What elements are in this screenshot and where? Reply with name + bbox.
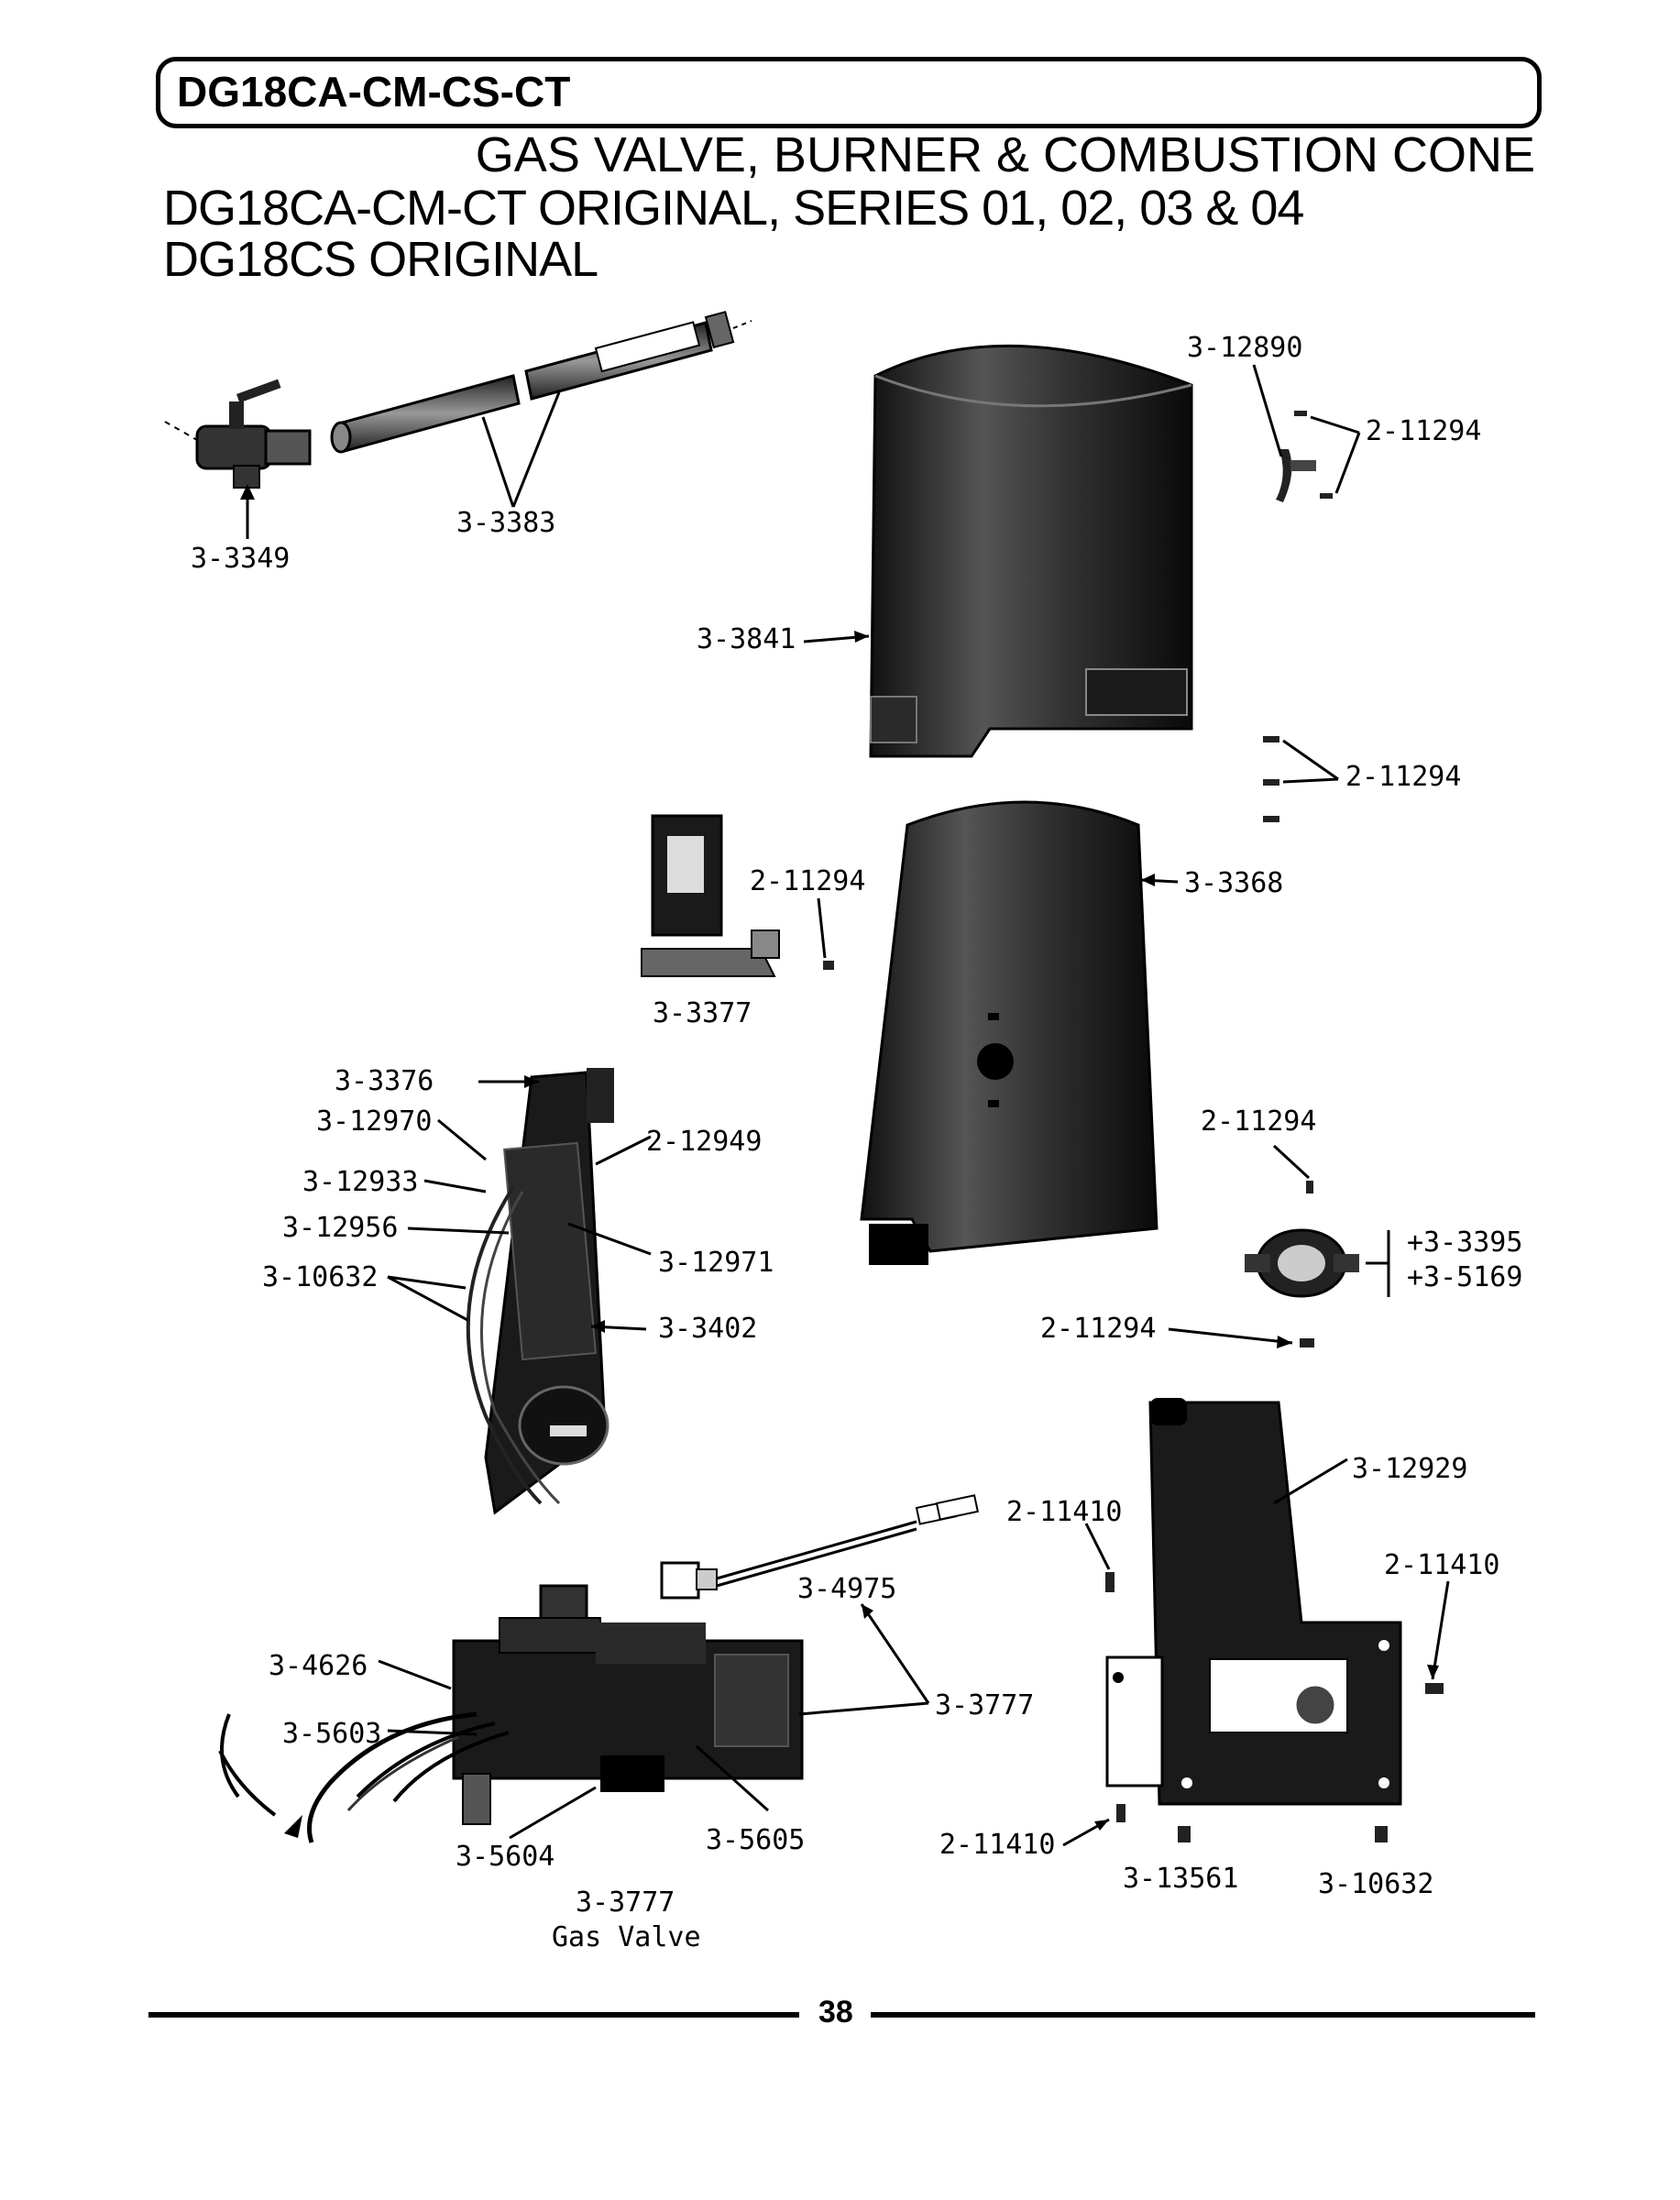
diagram-title: GAS VALVE, BURNER & COMBUSTION CONE bbox=[475, 127, 1535, 182]
label-3-5604: 3-5604 bbox=[456, 1841, 555, 1873]
label-3-3377: 3-3377 bbox=[653, 997, 752, 1029]
label-2-11294-e: 2-11294 bbox=[1040, 1313, 1157, 1345]
footer-rule-right bbox=[871, 2012, 1535, 2018]
label-3-3395: +3-3395 bbox=[1407, 1226, 1523, 1259]
label-2-11410-a: 2-11410 bbox=[1006, 1496, 1123, 1528]
wire-harness-part bbox=[660, 1494, 980, 1600]
label-2-11294-d: 2-11294 bbox=[1201, 1106, 1317, 1138]
label-3-3376: 3-3376 bbox=[335, 1065, 434, 1097]
label-2-12949: 2-12949 bbox=[646, 1126, 763, 1158]
label-3-10632-a: 3-10632 bbox=[262, 1261, 379, 1293]
label-3-12890: 3-12890 bbox=[1187, 332, 1303, 364]
model-title-box: DG18CA-CM-CS-CT bbox=[156, 57, 1542, 128]
combustion-cone-lower-part bbox=[860, 800, 1158, 1265]
shutoff-valve-part bbox=[164, 379, 312, 489]
label-3-5605: 3-5605 bbox=[706, 1824, 806, 1856]
label-2-11294-b: 2-11294 bbox=[1345, 761, 1462, 793]
label-2-11410-b: 2-11410 bbox=[1384, 1549, 1500, 1581]
label-2-11410-c: 2-11410 bbox=[939, 1829, 1056, 1861]
screws bbox=[823, 411, 1444, 1842]
label-3-3368: 3-3368 bbox=[1184, 867, 1284, 899]
subtitle-original: DG18CS ORIGINAL bbox=[163, 232, 598, 287]
subtitle-series: DG18CA-CM-CT ORIGINAL, SERIES 01, 02, 03… bbox=[163, 181, 1304, 236]
ignitor-module-part bbox=[641, 814, 780, 977]
bracket-part bbox=[1276, 449, 1316, 502]
label-3-5169: +3-5169 bbox=[1407, 1261, 1523, 1293]
label-3-13561: 3-13561 bbox=[1123, 1863, 1239, 1895]
label-3-3777-a: 3-3777 bbox=[935, 1689, 1035, 1722]
pipe-nipple-part bbox=[330, 311, 752, 454]
label-2-11294-a: 2-11294 bbox=[1366, 415, 1482, 447]
page-number: 38 bbox=[818, 1995, 853, 2030]
burner-assembly-part bbox=[466, 1068, 614, 1515]
thermostat-part bbox=[1245, 1228, 1390, 1298]
label-2-11294-c: 2-11294 bbox=[750, 865, 866, 897]
label-3-12956: 3-12956 bbox=[282, 1212, 399, 1244]
combustion-cone-upper-part bbox=[869, 344, 1193, 758]
label-3-10632-b: 3-10632 bbox=[1318, 1868, 1434, 1900]
label-3-3383: 3-3383 bbox=[456, 507, 556, 539]
label-3-3777-b: 3-3777 bbox=[576, 1886, 675, 1919]
label-gas-valve: Gas Valve bbox=[552, 1921, 701, 1953]
label-3-4975: 3-4975 bbox=[797, 1573, 897, 1605]
label-3-12929: 3-12929 bbox=[1352, 1453, 1468, 1485]
label-3-12933: 3-12933 bbox=[302, 1166, 419, 1198]
label-3-5603: 3-5603 bbox=[282, 1718, 382, 1750]
label-3-4626: 3-4626 bbox=[269, 1650, 368, 1682]
label-3-12970: 3-12970 bbox=[316, 1106, 433, 1138]
shield-part bbox=[1105, 1398, 1402, 1806]
label-3-12971: 3-12971 bbox=[658, 1247, 774, 1279]
arrow-heads bbox=[240, 484, 1439, 1831]
label-3-3402: 3-3402 bbox=[658, 1313, 758, 1345]
gas-valve-part bbox=[218, 1584, 804, 1843]
label-3-3349: 3-3349 bbox=[191, 543, 291, 575]
model-number: DG18CA-CM-CS-CT bbox=[177, 68, 571, 116]
label-3-3841: 3-3841 bbox=[697, 623, 796, 655]
footer-rule-left bbox=[148, 2012, 799, 2018]
